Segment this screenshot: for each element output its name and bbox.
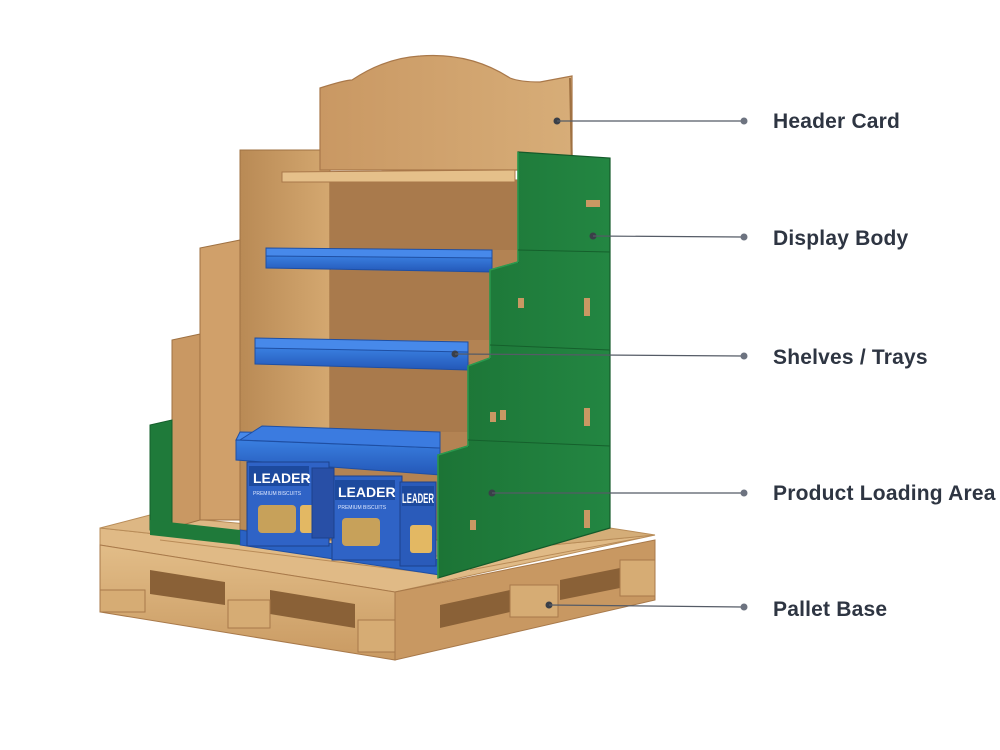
product-brand-text: LEADER: [253, 470, 311, 486]
callout-leader-loading: [488, 489, 748, 497]
callout-leader-shelves: [451, 350, 748, 360]
product-box: LEADER: [399, 481, 437, 567]
product-brand-text: LEADER: [338, 484, 396, 500]
callout-leader-body: [589, 232, 748, 241]
label-header-card: Header Card: [773, 110, 901, 133]
callout-leader-header: [553, 117, 748, 125]
product-sub-text: PREMIUM BISCUITS: [338, 505, 387, 511]
product-box: [311, 467, 335, 539]
product-loading-area: LEADER PREMIUM BISCUITS LEADER PREMIUM B…: [150, 151, 611, 579]
label-display-body: Display Body: [773, 227, 909, 250]
callout-leaders: [451, 117, 748, 611]
callout-leader-pallet: [545, 601, 748, 611]
label-product-loading-area: Product Loading Area: [773, 482, 996, 505]
header-card: [281, 54, 573, 183]
product-box: LEADER PREMIUM BISCUITS: [331, 475, 403, 561]
product-sub-text: PREMIUM BISCUITS: [253, 491, 302, 497]
label-shelves-trays: Shelves / Trays: [773, 346, 928, 369]
product-brand-text: LEADER: [402, 490, 434, 506]
label-pallet-base: Pallet Base: [773, 598, 888, 621]
